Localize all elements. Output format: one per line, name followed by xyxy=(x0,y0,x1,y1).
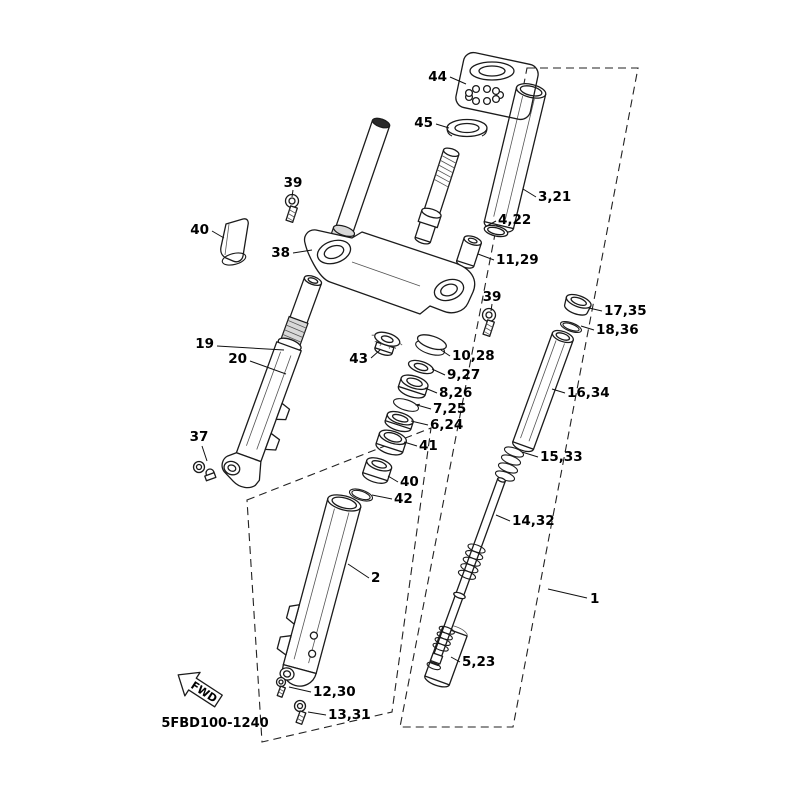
part-cap-40-top xyxy=(220,218,249,266)
leader-line xyxy=(588,307,603,312)
part-label: 42 xyxy=(394,491,413,507)
leader-line xyxy=(450,656,461,663)
part-label: 7,25 xyxy=(433,401,466,417)
part-label: 10,28 xyxy=(452,348,495,364)
labels-layer: 44 45 39 40 38 3,21 4,22 11,29 39 17,35 18,36 19 20 4… xyxy=(190,69,647,723)
part-front-fork-left xyxy=(221,275,323,489)
part-cap-bolt-17-35 xyxy=(563,293,592,316)
part-snap-ring-7-25 xyxy=(392,398,420,412)
part-bolt-39-left xyxy=(284,193,300,223)
leader-line xyxy=(424,387,438,394)
part-label: 20 xyxy=(228,351,247,367)
part-label: 19 xyxy=(195,336,214,352)
part-label: 3,21 xyxy=(538,189,571,205)
leader-line xyxy=(477,253,495,261)
part-fork-inner-tube-16-34 xyxy=(512,329,574,453)
part-label: 14,32 xyxy=(512,513,555,529)
leader-line xyxy=(216,345,285,351)
leader-line xyxy=(347,563,370,579)
leader-line xyxy=(495,514,511,522)
part-label: 44 xyxy=(428,69,447,85)
leader-line xyxy=(403,441,418,447)
leader-line xyxy=(201,445,208,462)
part-collar-11-29 xyxy=(456,235,483,269)
part-bolt-12-30 xyxy=(275,676,287,698)
part-label: 1 xyxy=(590,591,599,607)
leader-line xyxy=(522,188,537,198)
part-dust-seal-41 xyxy=(375,429,407,456)
leader-line xyxy=(435,123,450,129)
part-label: 4,22 xyxy=(498,212,531,228)
part-label: 18,36 xyxy=(596,322,639,338)
leader-line xyxy=(580,325,595,331)
part-locknut-43 xyxy=(371,331,403,356)
leader-line xyxy=(440,349,451,357)
leader-line xyxy=(449,76,467,85)
part-label: 37 xyxy=(190,429,209,445)
leader-line xyxy=(292,249,313,254)
part-washer-9-27 xyxy=(407,359,435,375)
leader-line xyxy=(431,368,446,376)
assembly-boundary-left xyxy=(246,427,432,743)
part-damper-rod-14-32 xyxy=(426,477,506,671)
diagram-code: 5FBD100-1240 xyxy=(161,716,268,731)
part-spring-washer-10-28 xyxy=(415,334,447,356)
part-label: 13,31 xyxy=(328,707,371,723)
part-lower-bracket-38 xyxy=(303,229,476,315)
part-seal-spacer-6-24 xyxy=(384,410,414,433)
part-label: 9,27 xyxy=(447,367,480,383)
leader-line xyxy=(410,420,429,426)
part-bolt-39-right xyxy=(481,307,497,337)
leader-line xyxy=(288,686,312,693)
part-bearing-race-45 xyxy=(446,118,488,138)
part-label: 16,34 xyxy=(567,385,610,401)
assembly-boundary-right xyxy=(399,67,639,728)
leader-line xyxy=(521,451,539,458)
part-steering-stem-thread xyxy=(414,147,460,245)
part-outer-tube-2 xyxy=(276,494,362,687)
part-label: 41 xyxy=(419,438,438,454)
part-label: 40 xyxy=(190,222,209,238)
leader-line xyxy=(249,360,287,375)
part-label: 11,29 xyxy=(496,252,539,268)
part-label: 38 xyxy=(271,245,290,261)
fwd-arrow: FWD xyxy=(177,671,223,708)
part-label: 15,33 xyxy=(540,449,583,465)
part-label: 39 xyxy=(483,289,502,305)
leader-line xyxy=(551,388,566,394)
part-label: 8,26 xyxy=(439,385,472,401)
leader-line xyxy=(490,303,493,312)
leader-line xyxy=(291,189,294,198)
part-seat-cap-40 xyxy=(362,457,393,484)
part-pinch-bolt-37 xyxy=(192,460,217,482)
part-label: 6,24 xyxy=(430,417,463,433)
part-bolt-13-31 xyxy=(293,699,307,725)
part-oil-seal-8-26 xyxy=(397,374,429,399)
leader-line xyxy=(387,475,399,483)
leader-line xyxy=(416,404,432,410)
part-circlip-42 xyxy=(348,488,374,502)
leader-line xyxy=(211,230,225,239)
leader-line xyxy=(370,349,381,359)
leader-line xyxy=(484,220,497,228)
part-label: 43 xyxy=(349,351,368,367)
leader-line xyxy=(371,494,393,500)
part-label: 12,30 xyxy=(313,684,356,700)
part-label: 17,35 xyxy=(604,303,647,319)
part-label: 5,23 xyxy=(462,654,495,670)
part-label: 39 xyxy=(284,175,303,191)
leader-line xyxy=(547,588,588,599)
part-label: 45 xyxy=(414,115,433,131)
part-oring-18-36 xyxy=(560,320,582,334)
part-bushing-4-22 xyxy=(483,224,509,238)
leader-line xyxy=(307,711,327,716)
part-bearing-cover-44 xyxy=(455,51,539,121)
part-label: 40 xyxy=(400,474,419,490)
part-label: 2 xyxy=(371,570,380,586)
part-inner-tube-3-21 xyxy=(483,83,547,233)
